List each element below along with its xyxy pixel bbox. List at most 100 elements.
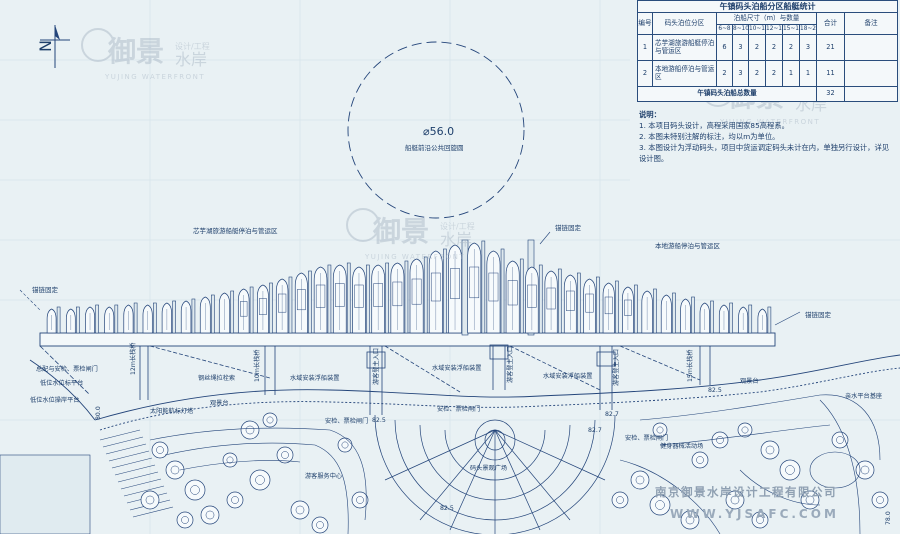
finger-pier	[596, 276, 600, 334]
anchor-right-label: 锚链固定	[805, 310, 832, 319]
finger-pier	[577, 272, 581, 334]
finger-pier	[249, 286, 254, 334]
note-item: 2. 本图未特别注解的标注，均以m为单位。	[639, 132, 780, 141]
north-label: N	[36, 40, 55, 52]
size-col: 12~15	[765, 23, 783, 36]
table-row: 1 芯芋湖旅游船艇停泊与管运区 6 3 2 2 2 3 21	[637, 34, 899, 62]
row-total: 21	[816, 34, 845, 62]
tree-canopy	[741, 426, 749, 434]
finger-pier	[327, 264, 332, 334]
plaza-fan	[374, 414, 616, 534]
table-footer-row: 午镇码头泊船总数量 32	[637, 86, 899, 102]
header-no: 编号	[637, 12, 653, 36]
low-platform-label: 低位水位操岸平台	[30, 396, 80, 404]
turning-circle: ⌀56.0 船艇前沿公共回旋圆	[347, 41, 525, 219]
tree-icon	[240, 420, 260, 440]
zone-left-label: 芯芋湖旅游船艇停泊与管运区	[193, 226, 278, 235]
row-count: 3	[732, 60, 749, 88]
tree-icon	[276, 446, 294, 464]
elevation-6: 82.5	[440, 505, 454, 512]
security-right-label: 安检、票检闸门	[625, 434, 668, 442]
row-count: 2	[748, 34, 766, 62]
tree-icon	[337, 437, 353, 453]
left-land-block	[0, 454, 91, 534]
security-gate-left-label: 总配与安检、票检闸门	[36, 365, 98, 373]
note-item: 3. 本图设计为浮动码头，项目中货运调定码头未计在内，单独另行设计，详见设计图。	[639, 143, 890, 163]
company-url[interactable]: WWW.YJSAFC.COM	[670, 507, 839, 521]
ramp-15m-label-right: 15m长栈桥	[686, 350, 694, 382]
finger-pier	[691, 296, 695, 334]
finger-pier	[211, 294, 215, 334]
row-remark	[843, 34, 899, 62]
tree-icon	[151, 441, 169, 459]
brand-swirl-icon	[81, 28, 115, 62]
visitor-entrance-label-1: 游客登主入口	[372, 348, 380, 385]
tree-icon	[290, 500, 310, 520]
finger-pier	[672, 292, 676, 334]
tree-canopy	[785, 465, 795, 475]
watermark-brand-en-right: YUJING WATERFRONT	[719, 118, 820, 126]
finger-pier	[366, 264, 370, 334]
header-size-group: 泊船尺寸（m）与数量	[716, 12, 817, 25]
row-no: 2	[637, 60, 653, 88]
landscape-paths	[149, 394, 881, 534]
tree-canopy	[765, 445, 775, 455]
watermark-brand-en-center: YUJING WATERFRONT	[364, 253, 465, 261]
row-count: 3	[799, 34, 817, 62]
row-count: 2	[782, 34, 800, 62]
float-device-label-3: 水域安装浮船装置	[543, 372, 593, 380]
finger-pier	[133, 302, 138, 334]
company-name: 南京御景水岸设计工程有限公司	[655, 485, 837, 499]
row-zone: 芯芋湖旅游船艇停泊与管运区	[652, 34, 717, 62]
tree-icon	[311, 516, 329, 534]
tree-icon	[140, 490, 160, 510]
finger-pier	[710, 300, 714, 334]
plaza-label: 码头景观广场	[470, 464, 507, 472]
landscape-trees	[140, 412, 889, 534]
watermark-brand-side: 水岸	[175, 50, 207, 69]
row-count: 6	[716, 34, 733, 62]
row-count: 2	[748, 60, 766, 88]
tree-icon	[200, 505, 220, 525]
finger-pier	[615, 280, 619, 334]
tree-canopy	[190, 485, 200, 495]
tree-icon	[649, 494, 671, 516]
watermark-brand-en: YUJING WATERFRONT	[104, 73, 205, 81]
notes-heading: 说明：	[639, 110, 661, 119]
finger-pier	[443, 248, 447, 334]
header-zone: 码头泊位分区	[652, 12, 717, 36]
tree-canopy	[226, 456, 234, 464]
tree-icon	[351, 491, 369, 509]
anchor-left-label: 锚链固定	[32, 285, 59, 294]
tree-canopy	[716, 436, 724, 444]
footer-label: 午镇码头泊船总数量	[637, 86, 817, 102]
water-level-platform-label: 低位水位标平台	[40, 379, 83, 387]
tree-canopy	[266, 416, 274, 424]
finger-pier	[653, 288, 657, 334]
row-remark	[843, 60, 899, 88]
header-total: 合计	[816, 12, 845, 36]
finger-pier	[481, 240, 486, 334]
tree-canopy	[170, 465, 180, 475]
tree-icon	[652, 422, 668, 438]
visitor-entrance-label-2: 游客登主入口	[506, 346, 514, 383]
floating-dock	[39, 239, 776, 347]
table-title: 午镇码头泊船分区船艇统计	[636, 0, 899, 14]
tree-icon	[760, 440, 780, 460]
tree-canopy	[156, 446, 164, 454]
row-total: 11	[816, 60, 845, 88]
finger-pier	[153, 302, 157, 334]
tree-canopy	[255, 475, 265, 485]
watermark-brand-sub: 设计/工程	[175, 41, 210, 51]
finger-pier	[404, 260, 409, 334]
float-device-label-2: 水域安装浮船装置	[432, 364, 482, 372]
row-count: 2	[765, 34, 783, 62]
elevation-3: 82.7	[605, 411, 619, 418]
tree-icon	[711, 431, 729, 449]
tree-canopy	[616, 496, 624, 504]
tree-canopy	[685, 515, 695, 525]
tree-icon	[779, 459, 801, 481]
tree-icon	[680, 510, 700, 530]
tree-canopy	[860, 465, 870, 475]
